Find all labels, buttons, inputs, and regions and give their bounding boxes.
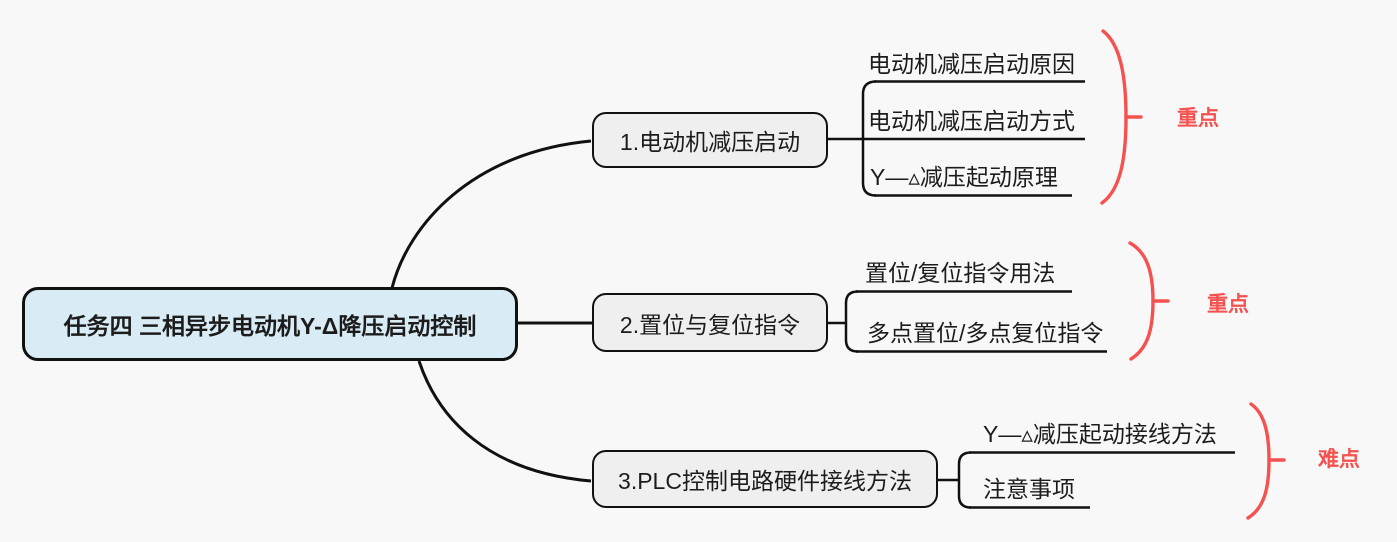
branch3-spine xyxy=(957,451,972,509)
brace-branch1 xyxy=(1100,29,1128,205)
branch2-spine xyxy=(844,290,859,353)
leaf-item-branch3-1[interactable]: Y—▵减压起动接线方法 xyxy=(983,421,1217,447)
leaf-item-branch1-2[interactable]: 电动机减压启动方式 xyxy=(868,108,1075,134)
leaf-item-branch2-1[interactable]: 置位/复位指令用法 xyxy=(865,260,1056,286)
leaf-item-branch2-2[interactable]: 多点置位/多点复位指令 xyxy=(867,320,1104,346)
importance-tag-branch2: 重点 xyxy=(1207,293,1249,316)
branch-node-3-label: 3.PLC控制电路硬件接线方法 xyxy=(618,468,912,494)
root-branch1-connector xyxy=(390,139,592,289)
leaf-item-branch1-3[interactable]: Y—▵减压起动原理 xyxy=(870,164,1058,190)
importance-tag-branch3: 难点 xyxy=(1318,448,1360,471)
branch-node-1[interactable]: 1.电动机减压启动 xyxy=(592,112,828,168)
brace-branch2 xyxy=(1128,241,1155,361)
leaf-item-branch3-2[interactable]: 注意事项 xyxy=(983,476,1075,502)
branch-node-2[interactable]: 2.置位与复位指令 xyxy=(592,293,828,352)
root-node-label: 任务四 三相异步电动机Y-Δ降压启动控制 xyxy=(63,313,477,339)
branch-node-2-label: 2.置位与复位指令 xyxy=(619,311,801,338)
branch-node-1-label: 1.电动机减压启动 xyxy=(619,129,801,155)
importance-tag-branch1: 重点 xyxy=(1177,107,1219,130)
leaf-item-branch1-1[interactable]: 电动机减压启动原因 xyxy=(868,51,1075,77)
root-branch3-connector xyxy=(417,360,592,483)
branch-node-3[interactable]: 3.PLC控制电路硬件接线方法 xyxy=(592,450,938,508)
brace-branch3 xyxy=(1246,402,1271,520)
root-node[interactable]: 任务四 三相异步电动机Y-Δ降压启动控制 xyxy=(22,287,518,361)
